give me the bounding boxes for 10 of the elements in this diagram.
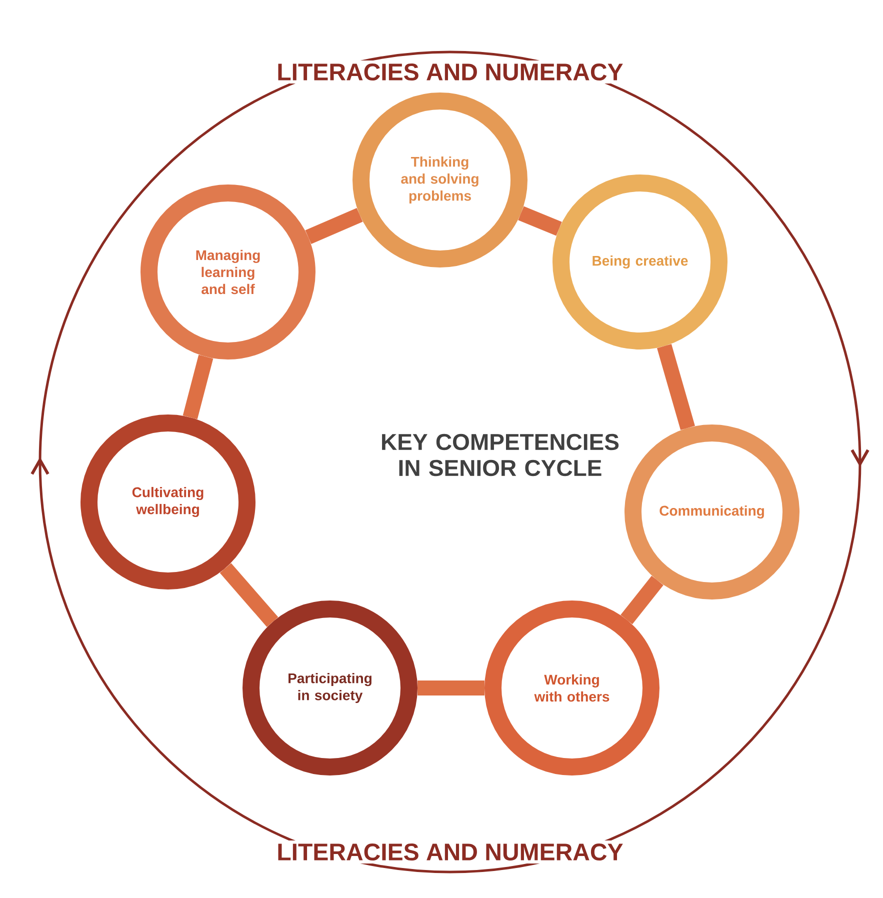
heading: KEY COMPETENCIES IN SENIOR CYCLE: [382, 434, 619, 476]
connector: [220, 563, 278, 627]
connector: [620, 576, 664, 624]
connector: [305, 208, 363, 244]
connector: [418, 680, 484, 696]
connector: [518, 206, 562, 236]
ring-label: LITERACIES AND NUMERACY: [274, 840, 626, 864]
connector: [182, 354, 214, 420]
ring-label: LITERACIES AND NUMERACY: [274, 60, 626, 84]
connector: [657, 344, 695, 430]
